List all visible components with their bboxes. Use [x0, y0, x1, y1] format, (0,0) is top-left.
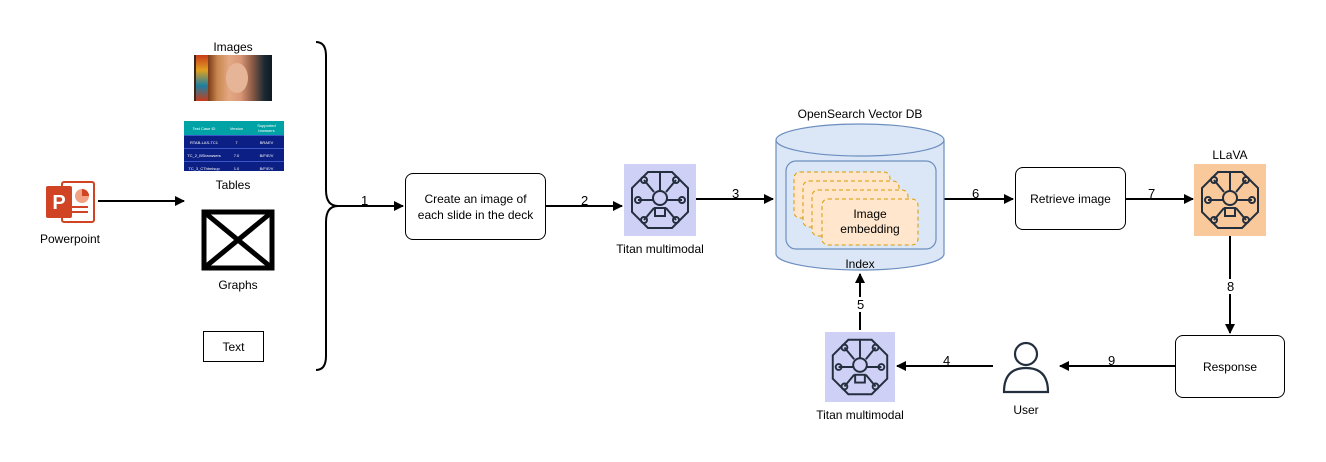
user-label: User: [1013, 403, 1039, 417]
graphs-label: Graphs: [218, 278, 258, 292]
titan-bottom-label: Titan multimodal: [816, 408, 904, 422]
table-cell: 1.0: [233, 165, 240, 171]
response-box: Response: [1175, 335, 1285, 398]
table-cell: TC_3_CThtmlsup: [188, 165, 220, 171]
titan-multimodal-bottom: [825, 332, 895, 402]
tables-label: Tables: [215, 178, 251, 192]
retrieve-label: Retrieve image: [1030, 191, 1111, 206]
neural-network-icon: [1201, 171, 1259, 229]
db-title: OpenSearch Vector DB: [797, 107, 923, 121]
table-cell: BRAEV: [259, 139, 274, 145]
table-header-cell: Version: [229, 125, 244, 131]
table-cell: B/F/E/V: [259, 165, 274, 171]
portrait-photo: [194, 55, 272, 101]
neural-network-icon: [631, 171, 689, 229]
svg-text:P: P: [52, 192, 65, 214]
table-cell: 7.0: [233, 152, 240, 158]
create-image-label: Create an image of each slide in the dec…: [417, 191, 534, 222]
step-number: 1: [361, 193, 369, 208]
step-number: 2: [581, 193, 589, 208]
neural-network-icon: [831, 338, 889, 396]
embedding-stack: [793, 171, 919, 246]
powerpoint-label: Powerpoint: [39, 232, 101, 246]
table-cell: TC_2_BSbrowsers: [187, 152, 221, 158]
create-image-box: Create an image of each slide in the dec…: [405, 173, 546, 240]
step-number: 9: [1108, 353, 1116, 368]
powerpoint-icon: P: [44, 178, 96, 226]
table-cell: B/F/E/V: [259, 152, 274, 158]
table-cell: 7: [235, 139, 238, 145]
titan-multimodal-top: [624, 164, 696, 236]
grouping-brace: [315, 41, 339, 371]
titan-top-label: Titan multimodal: [616, 242, 704, 256]
index-label: Index: [845, 257, 875, 271]
table-header-cell: Test Case ID: [192, 125, 216, 131]
text-input-box: Text: [203, 331, 264, 362]
user-icon: [1002, 341, 1050, 394]
table-cell: RTAB-LAS-TC1: [189, 139, 219, 145]
text-label: Text: [222, 339, 245, 354]
step-number: 7: [1148, 186, 1156, 201]
llava-label: LLaVA: [1212, 148, 1248, 162]
step-number: 6: [972, 186, 980, 201]
llava-model: [1194, 164, 1266, 236]
retrieve-image-box: Retrieve image: [1015, 167, 1126, 230]
step-number: 3: [732, 186, 740, 201]
step-number: 4: [943, 353, 951, 368]
step-number: 5: [856, 297, 866, 312]
embedding-label: Image embedding: [840, 207, 900, 236]
table-header-cell: Supported browsers: [257, 123, 276, 133]
response-label: Response: [1202, 359, 1258, 374]
step-number: 8: [1226, 279, 1236, 294]
graph-placeholder-icon: [201, 209, 275, 271]
table-thumbnail: Test Case ID Version Supported browsers …: [184, 121, 284, 171]
images-label: Images: [213, 40, 253, 54]
